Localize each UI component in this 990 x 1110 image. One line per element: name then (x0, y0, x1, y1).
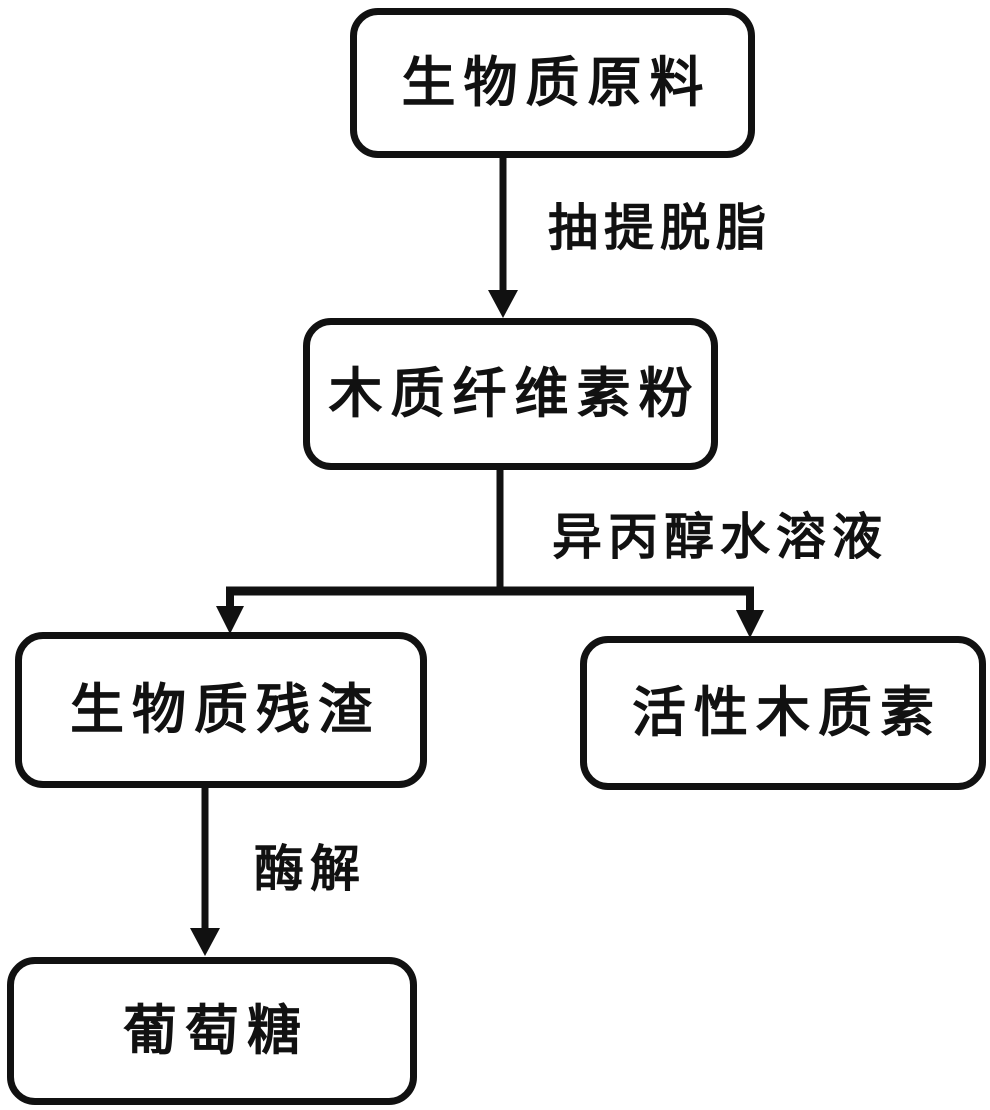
arrow-to-active-lignin (736, 587, 764, 638)
arrow-enzymolysis (190, 788, 220, 956)
arrow-to-biomass-residue (216, 587, 244, 634)
node-glucose: 葡萄糖 (7, 957, 417, 1105)
edge-label-enzymolysis: 酶解 (254, 841, 366, 897)
node-biomass-raw-material: 生物质原料 (350, 8, 755, 158)
edge-label-extraction-degreasing: 抽提脱脂 (548, 200, 772, 256)
node-label-active-lignin: 活性木质素 (632, 683, 942, 743)
node-biomass-residue: 生物质残渣 (15, 632, 427, 788)
node-active-lignin: 活性木质素 (580, 636, 986, 790)
edge-label-isopropanol-aqueous-solution: 异丙醇水溶液 (552, 509, 888, 565)
branch-connector (226, 470, 754, 596)
arrow-extraction (488, 158, 518, 318)
node-lignocellulose-powder: 木质纤维素粉 (303, 318, 718, 470)
node-label-lignocellulose-powder: 木质纤维素粉 (328, 364, 701, 424)
node-label-biomass-residue: 生物质残渣 (70, 680, 380, 740)
node-label-glucose: 葡萄糖 (123, 1001, 309, 1061)
node-label-biomass-raw-material: 生物质原料 (401, 53, 712, 113)
